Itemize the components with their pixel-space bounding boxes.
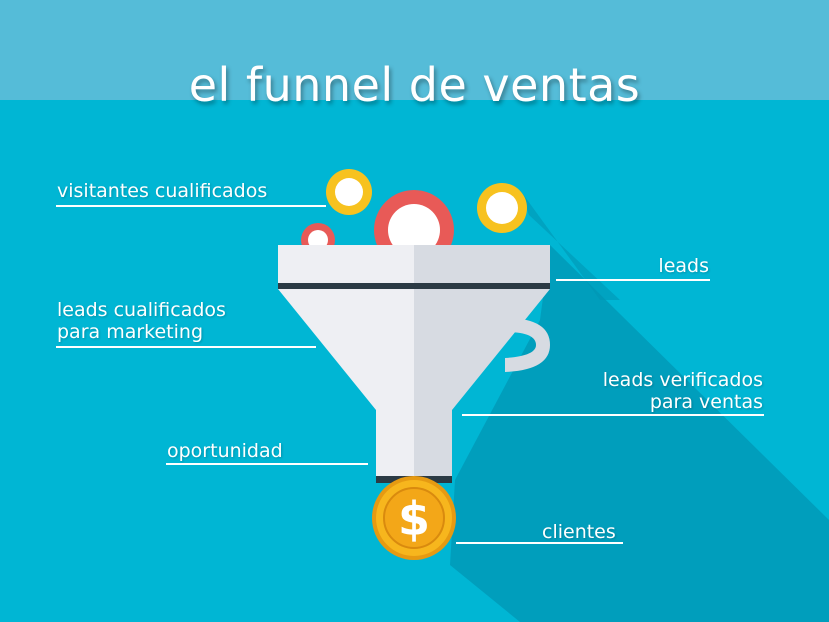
page-title: el funnel de ventas [188, 58, 641, 112]
line-mql [56, 346, 316, 348]
dollar-coin-icon: $ [372, 476, 456, 560]
line-visitantes [56, 205, 326, 207]
line-leads [556, 279, 710, 281]
label-clientes: clientes [542, 521, 616, 543]
header-band [0, 0, 829, 100]
label-mql-line1: leads cualificados [57, 299, 226, 321]
label-visitantes: visitantes cualificados [57, 180, 268, 202]
dollar-symbol: $ [398, 492, 430, 546]
ball-icon-yellow-left [326, 169, 372, 215]
line-clientes [456, 542, 623, 544]
funnel-icon [278, 245, 550, 483]
label-leads: leads [658, 255, 709, 277]
line-sql [462, 414, 764, 416]
label-sql-line2: para ventas [649, 391, 763, 413]
label-oportunidad: oportunidad [167, 440, 283, 462]
ball-icon-yellow-right [477, 183, 527, 233]
label-sql-line1: leads verificados [602, 369, 763, 391]
line-oportunidad [166, 463, 368, 465]
label-mql-line2: para marketing [57, 321, 204, 343]
